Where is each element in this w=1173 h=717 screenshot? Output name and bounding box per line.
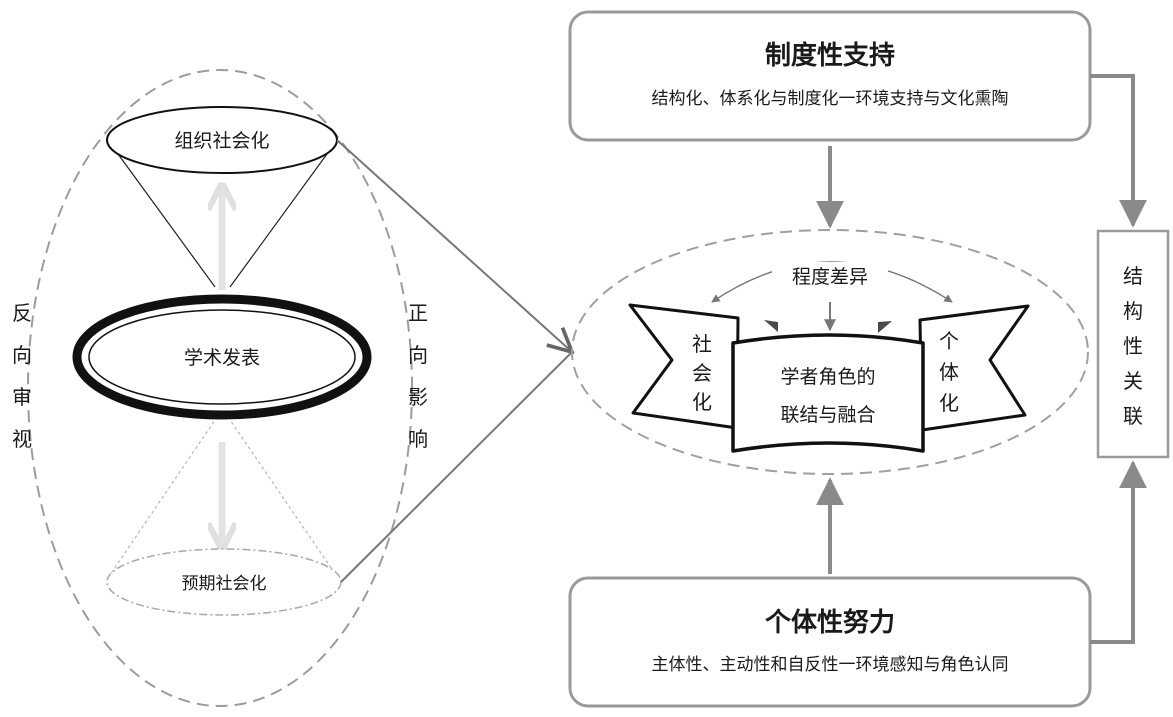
right-side-char: 正 xyxy=(408,301,428,325)
institutional-support-subtitle: 结构化、体系化与制度化一环境支持与文化熏陶 xyxy=(652,89,1009,109)
degree-label: 程度差异 xyxy=(792,266,868,288)
top-cone-line-left xyxy=(109,142,216,288)
scholar-role-line1: 学者角色的 xyxy=(780,366,875,388)
bottom-cone-label: 预期社会化 xyxy=(182,574,267,594)
center-ring-outer xyxy=(72,294,372,420)
right-side-char: 向 xyxy=(408,343,428,367)
socialization-char: 社 xyxy=(692,332,712,356)
right-side-label: 正 向 影 响 xyxy=(408,301,428,451)
individualization-char: 个 xyxy=(939,329,959,353)
center-label: 学术发表 xyxy=(184,347,260,369)
structural-link-char: 关 xyxy=(1123,369,1143,393)
structural-link-box: 结 构 性 关 联 xyxy=(1096,229,1170,459)
right-side-char: 影 xyxy=(408,385,428,409)
individualization-char: 化 xyxy=(939,391,959,415)
socialization-char: 化 xyxy=(692,390,712,414)
individual-effort-subtitle: 主体性、主动性和自反性一环境感知与角色认同 xyxy=(652,655,1009,675)
scholar-role-banner: 学者角色的 联结与融合 xyxy=(731,333,925,453)
left-side-char: 审 xyxy=(12,385,32,409)
structural-link-char: 构 xyxy=(1123,299,1143,323)
left-section: 组织社会化 预期社会化 学术发表 反 向 审 视 正 向 影 响 xyxy=(12,69,428,707)
center-ring-inner xyxy=(88,309,356,405)
funnel-line-lower xyxy=(340,351,573,583)
center-section: 程度差异 社 会 化 个 体 化 学者角色的 联结与融合 xyxy=(571,229,1089,475)
structural-link-char: 性 xyxy=(1123,334,1143,358)
socialization-ribbon: 社 会 化 xyxy=(628,303,778,430)
left-side-char: 视 xyxy=(12,427,32,451)
bottom-cone-line-left xyxy=(107,419,216,579)
scholar-role-line2: 联结与融合 xyxy=(780,404,875,426)
bottom-to-right-connector xyxy=(1090,460,1147,644)
top-to-right-connector xyxy=(1090,74,1147,228)
left-side-char: 反 xyxy=(12,301,32,325)
left-side-char: 向 xyxy=(12,343,32,367)
structural-link-char: 联 xyxy=(1123,404,1143,428)
left-side-label: 反 向 审 视 xyxy=(12,301,32,451)
right-side-char: 响 xyxy=(408,427,428,451)
outer-dashed-ellipse xyxy=(27,69,413,707)
individual-effort-box: 个体性努力 主体性、主动性和自反性一环境感知与角色认同 xyxy=(568,576,1092,708)
structural-link-char: 结 xyxy=(1123,264,1143,288)
institutional-support-box: 制度性支持 结构化、体系化与制度化一环境支持与文化熏陶 xyxy=(568,10,1092,142)
top-cone-label: 组织社会化 xyxy=(174,130,269,152)
funnel-line-upper xyxy=(336,139,572,352)
individualization-char: 体 xyxy=(939,360,959,384)
degree-label-bg xyxy=(772,262,888,290)
bottom-cone-line-right xyxy=(229,419,339,579)
individualization-ribbon: 个 体 化 xyxy=(878,304,1030,432)
center-dashed-ellipse xyxy=(571,229,1089,475)
institutional-support-title: 制度性支持 xyxy=(765,40,895,71)
top-cone-line-right xyxy=(229,142,336,288)
socialization-char: 会 xyxy=(692,361,712,385)
individual-effort-title: 个体性努力 xyxy=(765,607,895,638)
